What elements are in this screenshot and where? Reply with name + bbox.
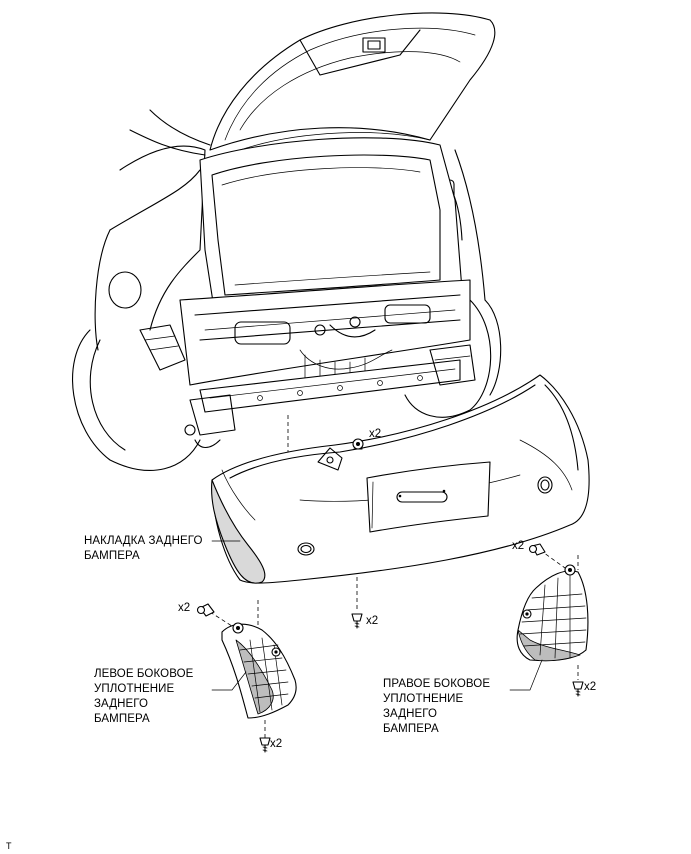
left-side-seal <box>221 622 297 719</box>
left-seal-label: ЛЕВОЕ БОКОВОЕ УПЛОТНЕНИЕ ЗАДНЕГО БАМПЕРА <box>94 668 194 725</box>
left-upper-clip-qty: x2 <box>178 602 191 614</box>
left-upper-clip <box>196 603 215 617</box>
rear-bumper-cover <box>211 374 590 584</box>
center-screw <box>351 613 363 629</box>
right-upper-clip-qty: x2 <box>512 540 525 552</box>
leader-lines <box>211 540 543 691</box>
center-clip-qty: x2 <box>369 428 382 440</box>
right-upper-clip <box>528 543 546 556</box>
left-lower-screw <box>259 737 271 753</box>
bumper-cover-label: НАКЛАДКА ЗАДНЕГО БАМПЕРА <box>84 535 203 562</box>
footer-mark: T <box>6 841 12 851</box>
vehicle-rear-body <box>72 12 502 471</box>
right-side-seal <box>516 564 589 662</box>
center-screw-qty: x2 <box>366 615 379 627</box>
center-clip <box>352 438 364 450</box>
right-lower-screw <box>572 681 584 697</box>
left-lower-screw-qty: x2 <box>270 738 283 750</box>
right-seal-label: ПРАВОЕ БОКОВОЕ УПЛОТНЕНИЕ ЗАДНЕГО БАМПЕР… <box>383 678 491 735</box>
right-lower-screw-qty: x2 <box>584 681 597 693</box>
